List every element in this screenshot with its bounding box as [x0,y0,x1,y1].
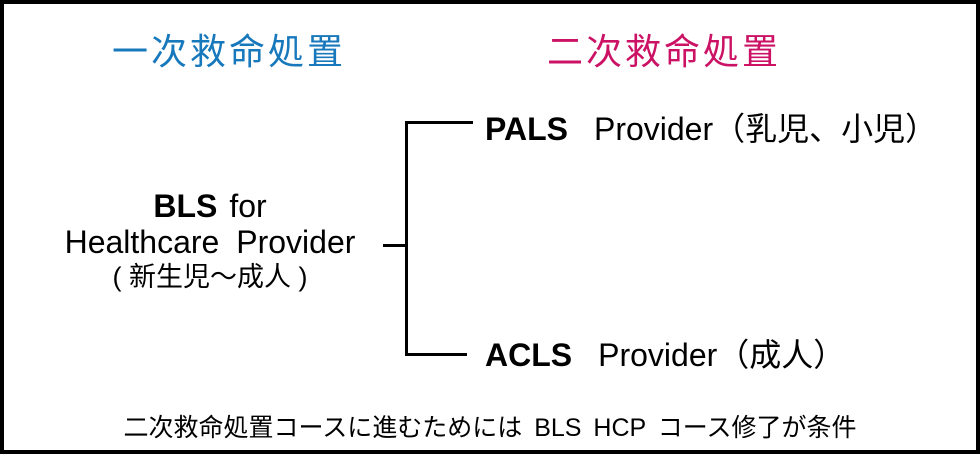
bls-line1-rest: for [229,188,267,224]
secondary-life-support-header: 二次救命処置 [547,31,782,72]
pals-branch-rest: Provider（乳児、小児） [593,111,938,147]
connector-vertical-line [405,121,408,356]
acls-branch-rest: Provider（成人） [598,337,846,373]
bls-node-line2: Healthcare Provider [64,224,356,260]
prerequisite-footnote: 二次救命処置コースに進むためには BLS HCP コース修了が条件 [123,414,857,442]
bls-abbr-label: BLS [153,188,218,224]
pals-branch-node: PALS Provider（乳児、小児） [485,110,937,148]
acls-branch-node: ACLS Provider（成人） [485,336,845,374]
connector-root-dash [383,244,405,247]
bls-root-node: BLS for Healthcare Provider ( 新生児～成人 ) [30,188,390,294]
primary-life-support-header: 一次救命処置 [112,31,347,72]
acls-abbr-label: ACLS [485,337,573,373]
bls-age-range-label: ( 新生児～成人 ) [112,262,308,292]
bls-node-line1: BLS for [30,188,390,224]
connector-top-stub [405,121,473,124]
connector-bottom-stub [405,353,467,356]
pals-abbr-label: PALS [485,111,568,147]
